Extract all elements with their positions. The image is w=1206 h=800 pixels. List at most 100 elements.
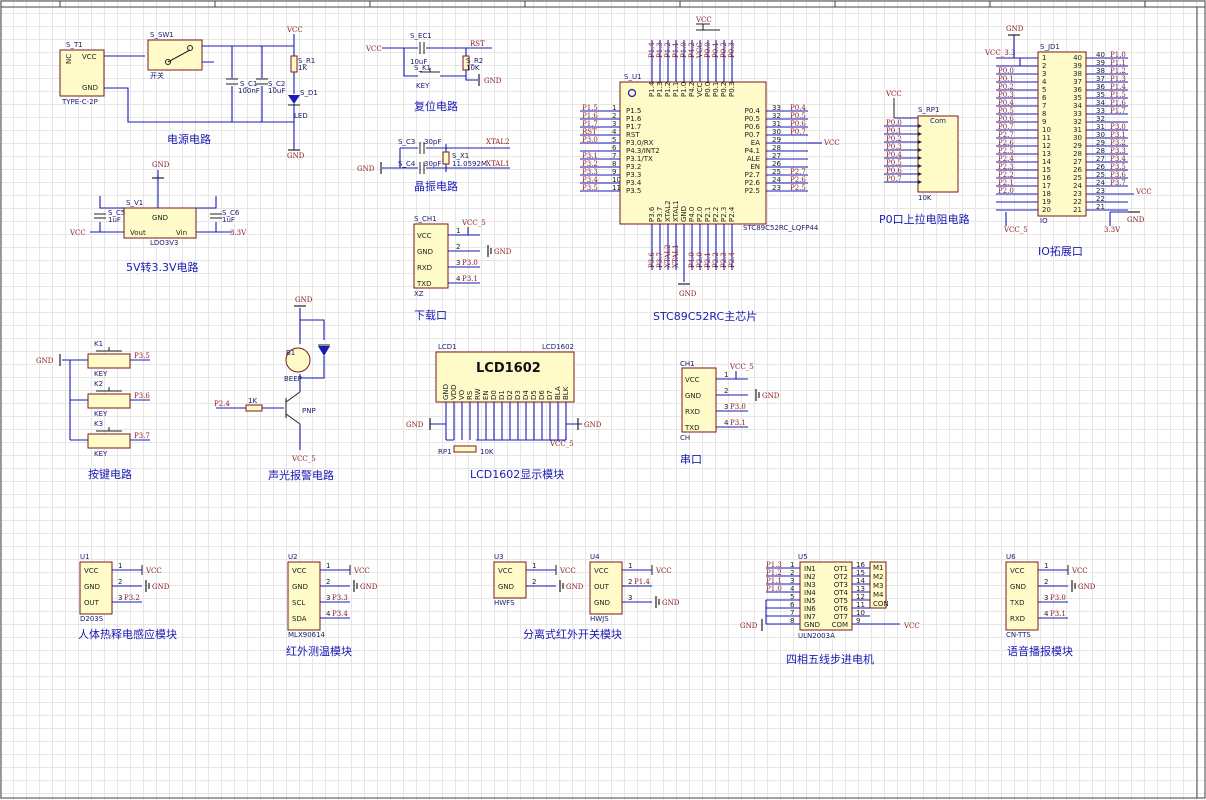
x1-ref: S_X1: [452, 152, 469, 160]
mcu-right-net-31: P0.6: [790, 120, 806, 128]
io-name: IO: [1040, 217, 1048, 225]
lcd-pin-6: EN: [482, 390, 490, 400]
mcu-bottom-net-3: XTAL2: [664, 245, 672, 268]
io-rnum-34: 34: [1096, 99, 1105, 107]
u2-pin-4: SDA: [292, 615, 307, 623]
stepper-title: 四相五线步进电机: [786, 652, 874, 666]
io-left-net-3: P0.0: [998, 67, 1014, 75]
u6-pin-3: TXD: [1009, 599, 1024, 607]
uln-opin-11: 11: [856, 601, 865, 609]
io-left-net-4: P0.1: [998, 75, 1014, 83]
download-net-1: VCC_5: [461, 219, 486, 227]
uln-ipin-1: 1: [790, 561, 794, 569]
k1-value: KEY: [416, 82, 430, 90]
io-gnd2-net: GND: [1127, 216, 1145, 224]
alarm-resistor: [245, 404, 263, 412]
mcu-left-net-3: P1.7: [582, 120, 598, 128]
uln-in-net-3: P1.1: [766, 577, 782, 585]
typec-pin-vcc: VCC: [82, 53, 97, 61]
alarm-vcc-net: VCC_5: [291, 455, 316, 463]
u6-pinnum-1: 1: [1044, 562, 1048, 570]
mcu-bottom-net-2: P3.7: [656, 252, 664, 268]
mcu-left-pin-10: P3.4: [626, 179, 642, 187]
pullup-vcc-net: VCC: [885, 90, 902, 98]
lcd-pin-4: RS: [466, 390, 474, 400]
uln-in-net-2: P1.2: [766, 569, 782, 577]
u6-pin-1: VCC: [1010, 567, 1025, 575]
download-pin-2: GND: [417, 248, 433, 256]
io-pin-16: 16: [1042, 174, 1051, 182]
io-gnd-net: GND: [1006, 25, 1024, 33]
io-pin-38: 38: [1073, 70, 1082, 78]
u1-ref: U1: [80, 553, 90, 561]
u1-net-2: GND: [152, 583, 170, 591]
mcu-bottom-net-9: P2.2: [712, 252, 720, 268]
c2-value: 10uF: [268, 87, 285, 95]
mcu-right-num-27: 27: [772, 152, 781, 160]
io-vcc-net: VCC: [1135, 188, 1152, 196]
ldo-regulator: [123, 207, 197, 239]
u6-pinnum-3: 3: [1044, 594, 1048, 602]
io-pin-37: 37: [1073, 78, 1082, 86]
key-value-2: KEY: [94, 410, 108, 418]
key-switch-3: [87, 433, 131, 449]
io-left-net-13: P2.5: [998, 147, 1014, 155]
uln-ipin-2: 2: [790, 569, 794, 577]
motor-pin-2: M2: [873, 573, 884, 581]
d1-ref: S_D1: [300, 89, 318, 97]
io-rnum-21: 21: [1096, 203, 1105, 211]
io-pin-36: 36: [1073, 86, 1082, 94]
io-pin-33: 33: [1073, 110, 1082, 118]
mcu-right-num-29: 29: [772, 136, 781, 144]
key-net-3: P3.7: [134, 432, 150, 440]
io-right-net-27: P3.4: [1110, 155, 1126, 163]
u1-pinnum-3: 3: [118, 594, 122, 602]
u4-pin-3: GND: [594, 599, 610, 607]
mcu-bottom-pin-11: P2.4: [728, 206, 736, 222]
mcu-left-pin-7: P3.1/TX: [626, 155, 653, 163]
io-pin-25: 25: [1073, 174, 1082, 182]
uln-out-1: OT1: [834, 565, 848, 573]
u1-pin-2: GND: [84, 583, 100, 591]
io-right-net-29: P3.2: [1110, 139, 1126, 147]
lcd-part: LCD1602: [542, 343, 574, 351]
uln-out-2: OT2: [834, 573, 848, 581]
mcu-right-pin-33: P0.4: [745, 107, 761, 115]
u4-name: HWJS: [590, 615, 609, 623]
lcd-pin-16: BLK: [562, 386, 570, 400]
uart-pin-1: VCC: [685, 376, 700, 384]
io-left-net-8: P0.5: [998, 107, 1014, 115]
resistor-pack: [917, 115, 959, 193]
u6-net-2: GND: [1078, 583, 1096, 591]
io-pin-30: 30: [1073, 134, 1082, 142]
io-pin-39: 39: [1073, 62, 1082, 70]
ec1-ref: S_EC1: [410, 32, 432, 40]
key-switch-1: [87, 353, 131, 369]
io-left-net-18: P2.0: [998, 187, 1014, 195]
pullup-net-4: P0.4: [886, 151, 902, 159]
mcu-right-pin-31: P0.6: [745, 123, 761, 131]
mcu-right-pin-25: P2.7: [745, 171, 760, 179]
r2-value: 10K: [466, 64, 480, 72]
download-net-2: GND: [494, 248, 512, 256]
mcu-top-pin-5: P1.0: [680, 82, 688, 97]
io-rnum-39: 39: [1096, 59, 1105, 67]
mcu-left-num-8: 8: [612, 160, 616, 168]
pullup-net-3: P0.3: [886, 143, 902, 151]
download-net-3: P3.0: [462, 259, 478, 267]
uart-net-3: P3.0: [730, 403, 746, 411]
mcu-right-num-31: 31: [772, 120, 781, 128]
u2-net-1: VCC: [353, 567, 370, 575]
u6-pin-4: RXD: [1010, 615, 1025, 623]
mcu-top-net-7: VCC: [696, 42, 704, 59]
u2-pin-1: VCC: [292, 567, 307, 575]
io-right-net-35: P1.5: [1110, 91, 1126, 99]
u6-name: CN-TTS: [1006, 631, 1031, 639]
uart-pin-2: GND: [685, 392, 701, 400]
io-pin-1: 1: [1042, 54, 1046, 62]
uln-in-3: IN3: [804, 581, 816, 589]
lcd-pin-1: GND: [442, 384, 450, 400]
io-right-net-31: P3.0: [1110, 123, 1126, 131]
uln-out-5: OT5: [834, 597, 848, 605]
